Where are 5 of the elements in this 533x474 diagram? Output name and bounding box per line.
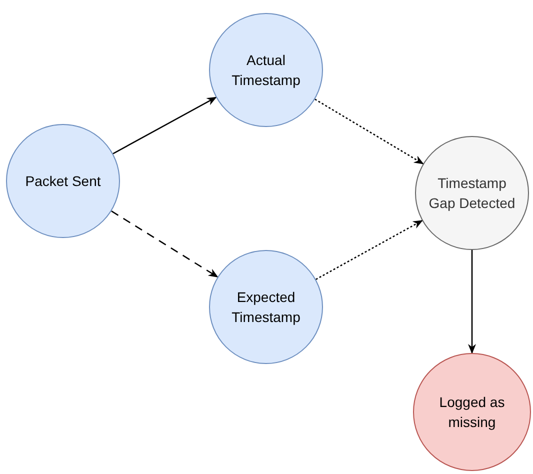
arrow [316, 220, 423, 280]
arrow [111, 210, 218, 278]
arrow [112, 96, 217, 154]
arrow [314, 98, 424, 164]
arrow [468, 250, 476, 354]
